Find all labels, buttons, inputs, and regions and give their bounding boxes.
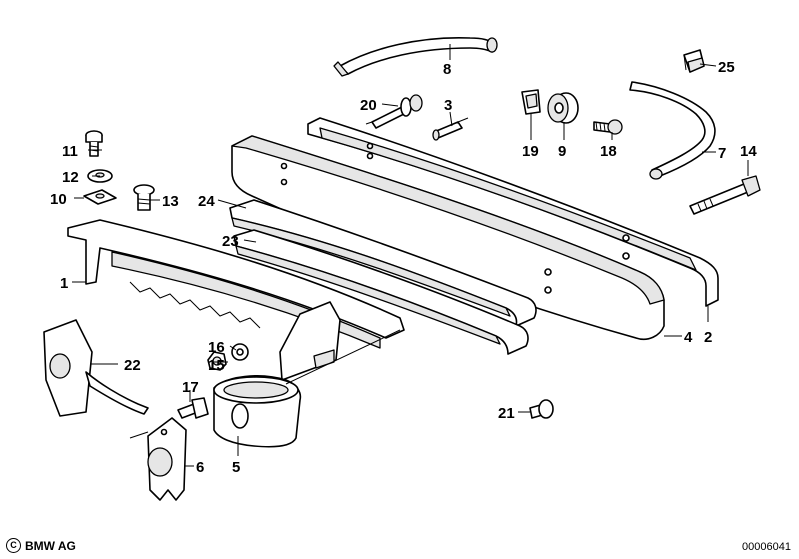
part-7-curved-seal[interactable] <box>629 81 716 180</box>
callout-17: 17 <box>182 379 199 396</box>
callout-25: 25 <box>718 59 735 76</box>
part-20-rivet[interactable] <box>365 94 423 129</box>
part-22-side-bracket[interactable] <box>43 319 149 417</box>
callout-23: 23 <box>222 233 239 250</box>
callout-19: 19 <box>522 143 539 160</box>
callout-21: 21 <box>498 405 515 422</box>
callout-6: 6 <box>196 459 204 476</box>
part-17-bolt[interactable] <box>177 397 209 419</box>
callout-20: 20 <box>360 97 377 114</box>
part-1-bumper-bracket[interactable] <box>67 219 405 381</box>
copyright-notice: C BMW AG <box>6 538 76 553</box>
callout-9: 9 <box>558 143 566 160</box>
part-16-washer[interactable] <box>231 343 249 361</box>
callout-13: 13 <box>162 193 179 210</box>
part-10-nut-plate[interactable] <box>83 189 117 205</box>
part-13-bolt[interactable] <box>133 184 155 211</box>
callout-18: 18 <box>600 143 617 160</box>
part-25-clip[interactable] <box>683 49 705 73</box>
callout-1: 1 <box>60 275 68 292</box>
part-6-mounting-plate[interactable] <box>147 417 187 501</box>
callout-labels: 8 25 7 20 3 19 9 18 14 11 12 10 13 24 23… <box>50 59 757 476</box>
part-15-nut[interactable] <box>207 351 227 371</box>
brand-text: BMW AG <box>25 538 76 553</box>
callout-2: 2 <box>704 329 712 346</box>
part-14-long-bolt[interactable] <box>689 175 761 215</box>
callout-16: 16 <box>208 339 225 356</box>
part-4-bumper-cover[interactable] <box>231 135 665 341</box>
callout-5: 5 <box>232 459 240 476</box>
callout-15: 15 <box>208 357 225 374</box>
callout-14: 14 <box>740 143 757 160</box>
part-23-lower-strip[interactable] <box>233 229 529 355</box>
callout-10: 10 <box>50 191 67 208</box>
callout-8: 8 <box>443 61 451 78</box>
diagram-number: 00006041 <box>742 541 791 553</box>
leader-lines <box>72 44 749 467</box>
callout-11: 11 <box>62 143 78 160</box>
callout-12: 12 <box>62 169 79 186</box>
part-24-trim-strip[interactable] <box>229 199 537 327</box>
part-3-pin[interactable] <box>432 117 469 141</box>
part-11-bolt[interactable] <box>85 130 103 157</box>
callout-22: 22 <box>124 357 141 374</box>
part-19-clip-nut[interactable] <box>521 89 541 115</box>
callout-7: 7 <box>718 145 726 162</box>
callout-3: 3 <box>444 97 452 114</box>
part-18-screw[interactable] <box>593 119 623 135</box>
part-21-plastic-rivet[interactable] <box>529 399 554 419</box>
part-2-carrier-rail[interactable] <box>307 117 719 307</box>
part-8-seal-strip[interactable] <box>333 36 498 77</box>
copyright-symbol: C <box>6 538 21 553</box>
callout-4: 4 <box>684 329 693 346</box>
callout-24: 24 <box>198 193 215 210</box>
part-9-grommet[interactable] <box>547 92 579 124</box>
part-5-sleeve[interactable] <box>213 375 302 448</box>
